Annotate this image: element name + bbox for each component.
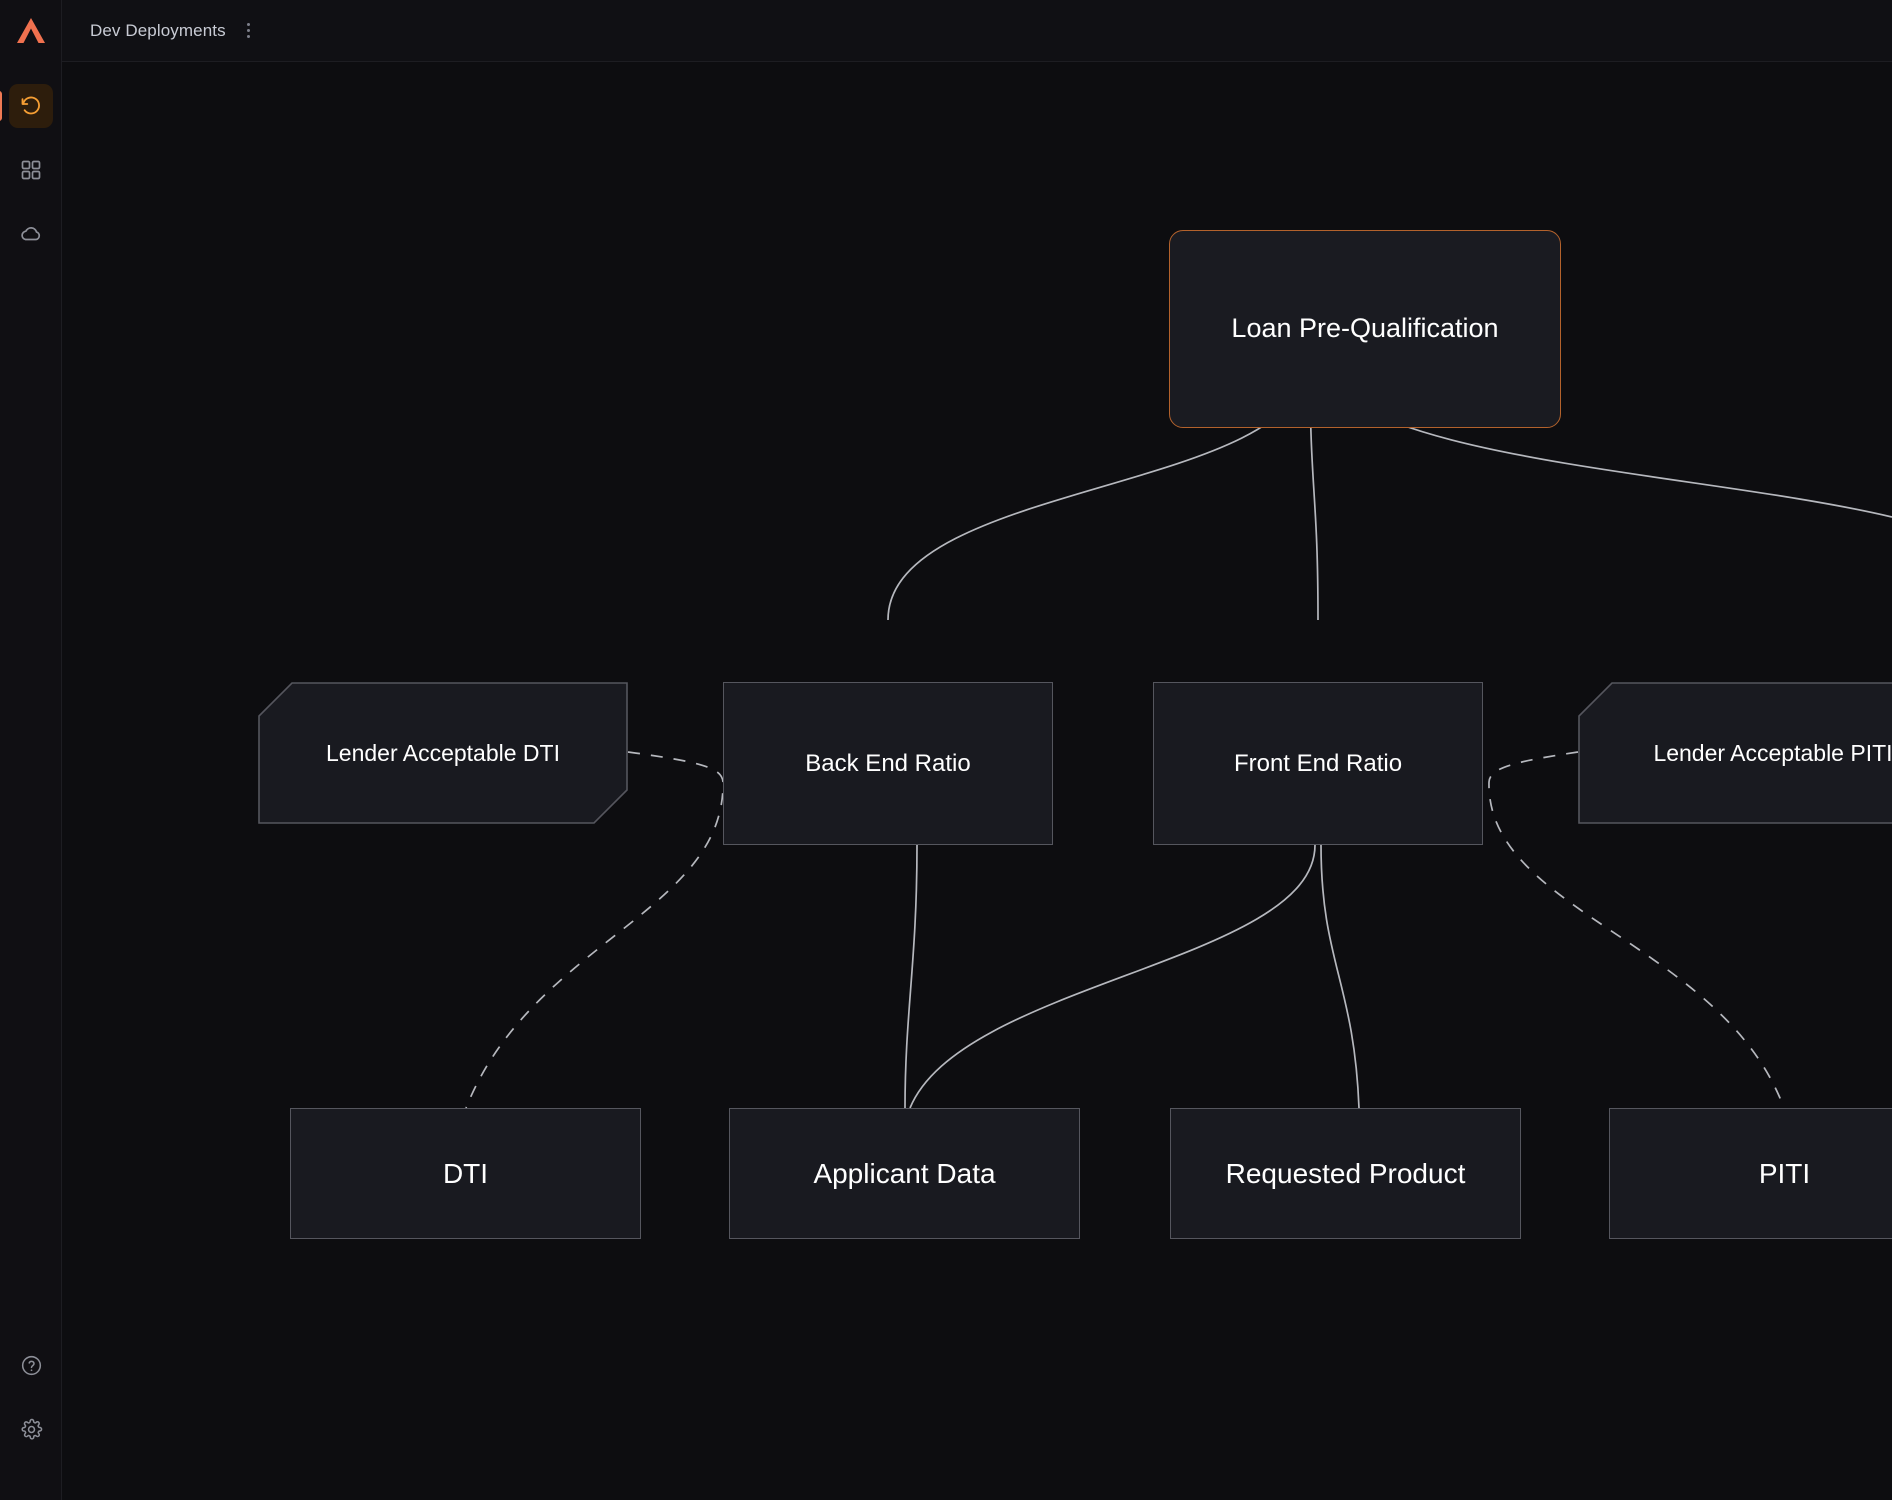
history-rotate-ccw-icon (21, 96, 40, 115)
flow-node-piti[interactable]: PITI (1609, 1108, 1892, 1239)
left-nav-rail (0, 0, 62, 1500)
flow-edge[interactable] (904, 844, 918, 1109)
flow-node-requested-product[interactable]: Requested Product (1170, 1108, 1521, 1239)
flow-node-label: Back End Ratio (805, 749, 971, 777)
flow-node-label: DTI (442, 1158, 489, 1189)
gear-icon (21, 1418, 42, 1440)
flow-node-label: Loan Pre-Qualification (1231, 313, 1499, 344)
flow-node-label: Lender Acceptable DTI (326, 739, 560, 766)
flow-node-dti[interactable]: DTI (290, 1108, 641, 1239)
flow-node-applicant-data[interactable]: Applicant Data (729, 1108, 1080, 1239)
cloud-icon (21, 227, 41, 241)
flow-node-label: Applicant Data (813, 1158, 996, 1189)
arcade-logo-icon (17, 18, 45, 43)
flow-node-lender-acceptable-dti[interactable]: Lender Acceptable DTI (258, 682, 628, 824)
grid-apps-icon (21, 160, 41, 180)
flow-node-back-end-ratio[interactable]: Back End Ratio (723, 682, 1053, 845)
rail-item-history[interactable] (0, 84, 53, 128)
rail-item-settings[interactable] (9, 1407, 53, 1451)
breadcrumb-title[interactable]: Dev Deployments (90, 20, 226, 40)
rail-item-apps[interactable] (9, 148, 53, 192)
flow-node-front-end-ratio[interactable]: Front End Ratio (1153, 682, 1483, 845)
flow-node-label: Requested Product (1225, 1158, 1466, 1189)
app-logo[interactable] (0, 0, 62, 62)
help-circle-icon (21, 1355, 41, 1375)
flow-node-label: Lender Acceptable PITI (1653, 739, 1892, 766)
flow-edge[interactable] (1320, 844, 1360, 1109)
flow-node-lender-acceptable-piti[interactable]: Lender Acceptable PITI (1578, 682, 1892, 824)
rail-item-help[interactable] (9, 1343, 53, 1387)
flow-node-label: Front End Ratio (1233, 749, 1403, 777)
breadcrumb-more-options-icon[interactable] (242, 21, 256, 41)
flow-edge[interactable] (909, 844, 1316, 1109)
flow-node-label: PITI (1758, 1158, 1811, 1189)
top-breadcrumb-bar: Dev Deployments (62, 0, 1892, 62)
rail-item-cloud[interactable] (9, 212, 53, 256)
flow-node-loan-pre-qualification[interactable]: Loan Pre-Qualification (1169, 230, 1561, 428)
